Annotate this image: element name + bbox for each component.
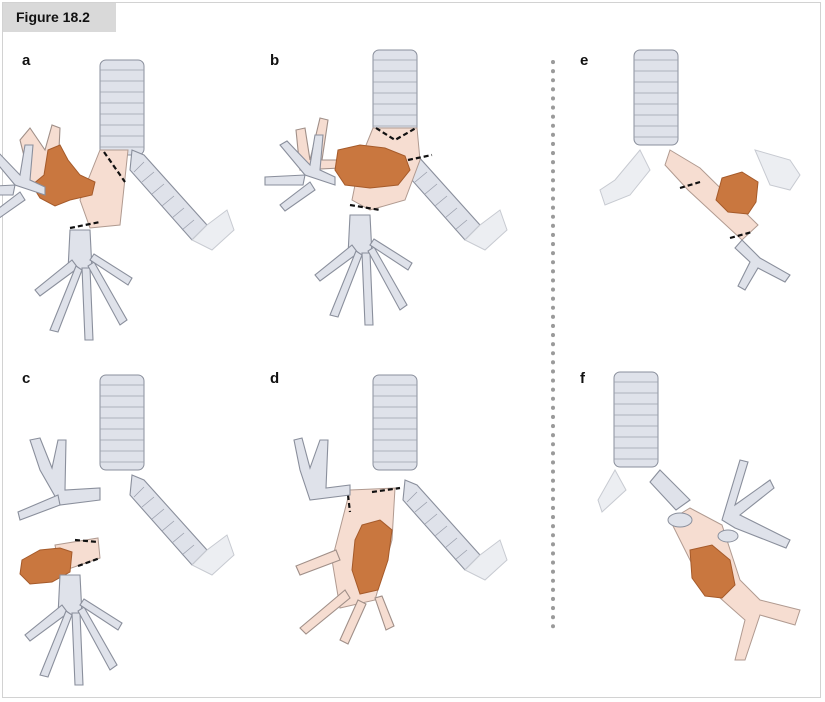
panel-label-d: d bbox=[270, 370, 280, 387]
panel-b-diagram bbox=[264, 49, 508, 326]
panel-label-e: e bbox=[580, 52, 589, 69]
panel-c-diagram bbox=[17, 374, 235, 686]
panel-label-f: f bbox=[580, 370, 585, 387]
figure-title: Figure 18.2 bbox=[3, 3, 116, 32]
panel-d-diagram bbox=[293, 374, 508, 645]
panel-label-c: c bbox=[22, 370, 31, 387]
panel-a-diagram bbox=[0, 59, 235, 341]
panel-f-diagram bbox=[597, 371, 801, 661]
panel-e-diagram bbox=[599, 49, 801, 291]
panel-label-a: a bbox=[22, 52, 31, 69]
panel-label-b: b bbox=[270, 52, 280, 69]
